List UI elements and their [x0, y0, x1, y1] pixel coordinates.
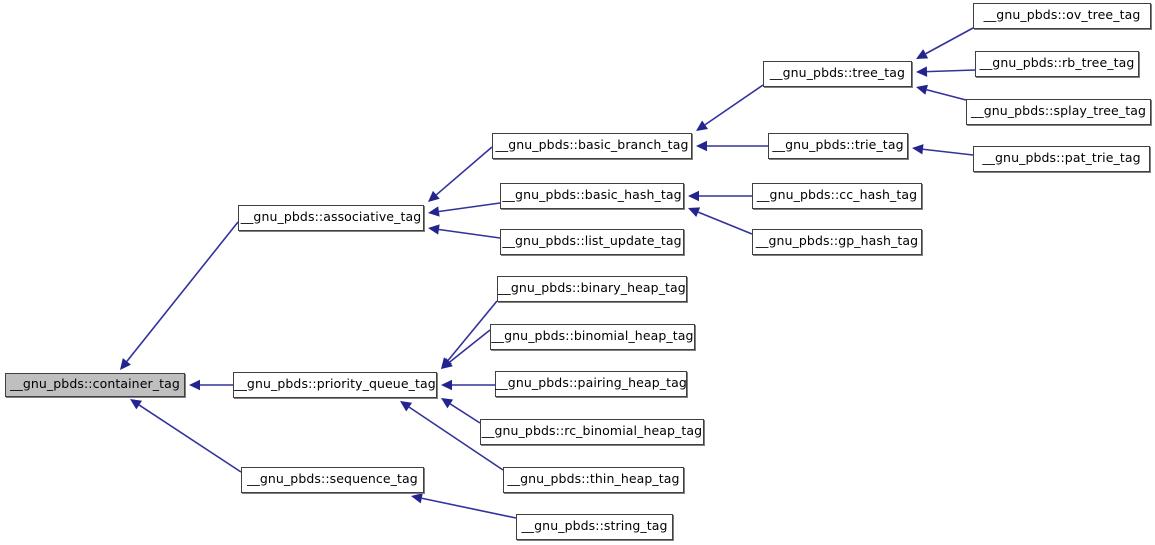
node-label: __gnu_pbds::basic_hash_tag — [502, 187, 682, 203]
node-label: __gnu_pbds::sequence_tag — [247, 471, 418, 487]
node-label: __gnu_pbds::pairing_heap_tag — [495, 375, 687, 391]
edge-string_tag-to-sequence_tag — [411, 493, 517, 519]
node-label: __gnu_pbds::cc_hash_tag — [756, 187, 918, 203]
node-label: __gnu_pbds::string_tag — [521, 518, 668, 534]
edge-line — [438, 202, 501, 213]
node-label: __gnu_pbds::associative_tag — [240, 209, 422, 225]
node-label: __gnu_pbds::thin_heap_tag — [507, 471, 680, 487]
node-associative_tag[interactable]: __gnu_pbds::associative_tag — [238, 205, 424, 231]
edge-line — [449, 329, 491, 363]
edge-arrowhead — [696, 140, 707, 152]
edge-basic_hash_tag-to-associative_tag — [428, 202, 501, 217]
node-ov_tree_tag[interactable]: __gnu_pbds::ov_tree_tag — [973, 3, 1151, 29]
node-label: __gnu_pbds::basic_branch_tag — [495, 137, 689, 153]
edge-tree_tag-to-basic_branch_tag — [696, 84, 764, 131]
node-basic_branch_tag[interactable]: __gnu_pbds::basic_branch_tag — [492, 133, 692, 159]
node-pairing_heap_tag[interactable]: __gnu_pbds::pairing_heap_tag — [495, 371, 687, 397]
edge-line — [704, 84, 764, 126]
edge-arrowhead — [120, 358, 131, 370]
edge-arrowhead — [428, 224, 440, 235]
edge-rc_binomial_heap_tag-to-priority_queue_tag — [441, 398, 481, 424]
edge-arrowhead — [688, 190, 699, 202]
node-tree_tag[interactable]: __gnu_pbds::tree_tag — [763, 61, 912, 87]
edge-arrowhead — [441, 357, 453, 369]
edge-associative_tag-to-container_tag — [120, 221, 239, 370]
node-label: __gnu_pbds::priority_queue_tag — [234, 376, 436, 392]
node-label: __gnu_pbds::rb_tree_tag — [979, 55, 1135, 71]
edge-line — [697, 211, 753, 235]
node-binary_heap_tag[interactable]: __gnu_pbds::binary_heap_tag — [497, 276, 687, 302]
edge-splay_tree_tag-to-tree_tag — [916, 84, 967, 101]
node-label: __gnu_pbds::ov_tree_tag — [983, 7, 1141, 23]
edge-arrowhead — [441, 398, 454, 409]
edge-line — [925, 27, 974, 55]
node-cc_hash_tag[interactable]: __gnu_pbds::cc_hash_tag — [752, 183, 922, 209]
edge-line — [435, 146, 493, 196]
edge-arrowhead — [400, 401, 413, 412]
edge-cc_hash_tag-to-basic_hash_tag — [688, 190, 752, 202]
node-label: __gnu_pbds::binomial_heap_tag — [491, 328, 694, 344]
node-label: __gnu_pbds::tree_tag — [769, 65, 906, 81]
node-list_update_tag[interactable]: __gnu_pbds::list_update_tag — [500, 229, 684, 255]
edge-rb_tree_tag-to-tree_tag — [916, 66, 976, 77]
edge-pairing_heap_tag-to-priority_queue_tag — [441, 379, 495, 391]
edge-trie_tag-to-basic_branch_tag — [696, 140, 768, 152]
edge-line — [926, 88, 967, 101]
node-basic_hash_tag[interactable]: __gnu_pbds::basic_hash_tag — [500, 183, 684, 209]
edge-line — [138, 404, 242, 473]
node-label: __gnu_pbds::rc_binomial_heap_tag — [481, 423, 703, 439]
edge-line — [449, 403, 481, 424]
node-splay_tree_tag[interactable]: __gnu_pbds::splay_tree_tag — [966, 99, 1151, 125]
edge-arrowhead — [696, 120, 709, 131]
node-rc_binomial_heap_tag[interactable]: __gnu_pbds::rc_binomial_heap_tag — [480, 419, 704, 445]
node-label: __gnu_pbds::splay_tree_tag — [971, 103, 1146, 119]
edge-binomial_heap_tag-to-priority_queue_tag — [441, 329, 491, 369]
edge-gp_hash_tag-to-basic_hash_tag — [688, 207, 753, 235]
edge-arrowhead — [428, 190, 440, 202]
edge-pat_trie_tag-to-trie_tag — [912, 144, 974, 156]
node-thin_heap_tag[interactable]: __gnu_pbds::thin_heap_tag — [503, 467, 684, 493]
edge-basic_branch_tag-to-associative_tag — [428, 146, 493, 202]
edge-arrowhead — [411, 493, 423, 504]
node-pat_trie_tag[interactable]: __gnu_pbds::pat_trie_tag — [973, 146, 1150, 172]
edge-line — [438, 228, 501, 239]
edge-line — [421, 497, 517, 519]
node-label: __gnu_pbds::pat_trie_tag — [982, 150, 1141, 166]
node-priority_queue_tag[interactable]: __gnu_pbds::priority_queue_tag — [233, 372, 437, 398]
node-label: __gnu_pbds::list_update_tag — [502, 233, 682, 249]
edge-arrowhead — [916, 66, 928, 77]
node-container_tag[interactable]: __gnu_pbds::container_tag — [5, 373, 185, 397]
edge-ov_tree_tag-to-tree_tag — [916, 27, 974, 59]
edge-arrowhead — [189, 379, 200, 391]
node-trie_tag[interactable]: __gnu_pbds::trie_tag — [768, 133, 908, 159]
edge-arrowhead — [428, 206, 440, 217]
node-string_tag[interactable]: __gnu_pbds::string_tag — [516, 514, 673, 540]
node-gp_hash_tag[interactable]: __gnu_pbds::gp_hash_tag — [752, 229, 922, 255]
node-binomial_heap_tag[interactable]: __gnu_pbds::binomial_heap_tag — [490, 324, 695, 350]
edge-line — [926, 69, 976, 73]
node-label: __gnu_pbds::gp_hash_tag — [755, 233, 919, 249]
edge-arrowhead — [688, 207, 701, 217]
node-label: __gnu_pbds::container_tag — [10, 376, 180, 392]
edge-arrowhead — [130, 399, 143, 410]
edge-priority_queue_tag-to-container_tag — [189, 379, 233, 391]
edge-arrowhead — [912, 144, 924, 155]
edge-arrowhead — [441, 379, 452, 391]
edge-line — [126, 221, 239, 362]
edge-list_update_tag-to-associative_tag — [428, 224, 501, 239]
node-label: __gnu_pbds::trie_tag — [772, 137, 904, 153]
node-label: __gnu_pbds::binary_heap_tag — [498, 280, 686, 296]
edge-binary_heap_tag-to-priority_queue_tag — [441, 300, 498, 369]
node-sequence_tag[interactable]: __gnu_pbds::sequence_tag — [241, 467, 424, 493]
edge-arrowhead — [916, 49, 929, 59]
edge-line — [922, 148, 974, 156]
node-rb_tree_tag[interactable]: __gnu_pbds::rb_tree_tag — [975, 51, 1139, 77]
edge-arrowhead — [916, 84, 928, 95]
edge-arrowhead — [441, 358, 453, 369]
edge-sequence_tag-to-container_tag — [130, 399, 242, 473]
